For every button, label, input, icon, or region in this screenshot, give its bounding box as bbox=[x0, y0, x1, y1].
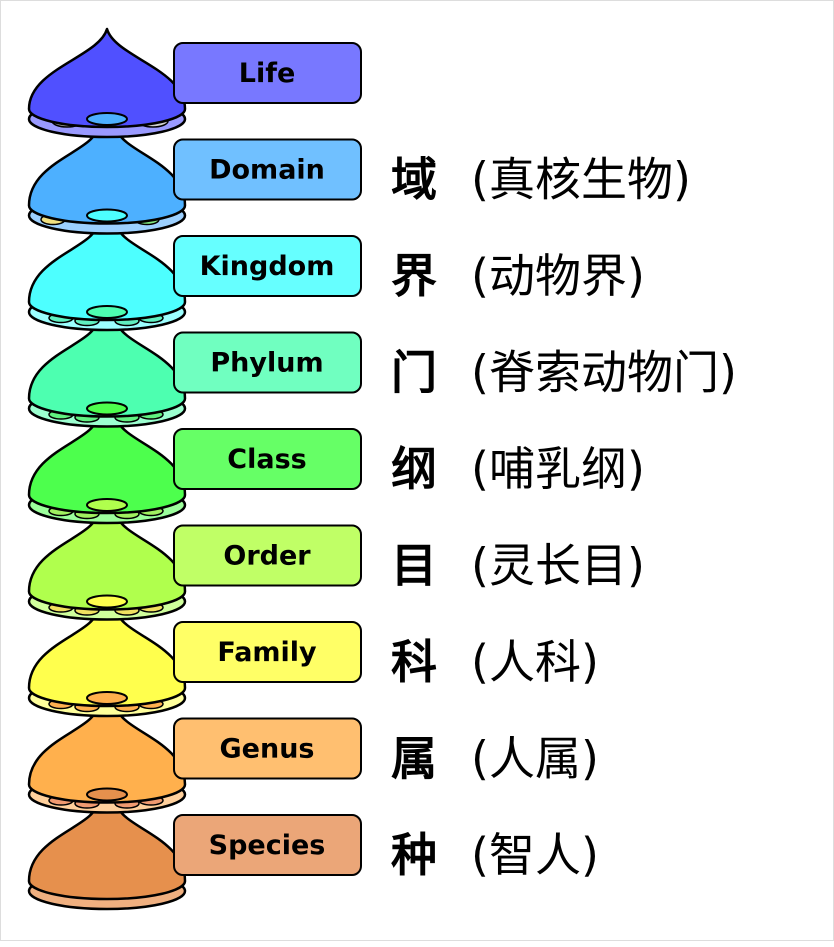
rank-label: Species bbox=[209, 830, 326, 861]
neck-opening bbox=[86, 112, 128, 126]
rank-chinese: 属 bbox=[391, 732, 437, 786]
rank-chinese: 种 bbox=[391, 828, 437, 882]
rank-chinese: 域 bbox=[391, 153, 437, 207]
level-domain: Domain 域 (真核生物) bbox=[27, 121, 691, 235]
rank-chinese: 科 bbox=[391, 635, 437, 689]
neck-opening bbox=[86, 305, 128, 319]
example-chinese: (人属) bbox=[471, 732, 599, 786]
level-life: Life bbox=[27, 27, 362, 139]
neck-opening bbox=[86, 594, 128, 609]
rank-label-box bbox=[173, 524, 362, 587]
level-species: Species 种 (智人) bbox=[27, 796, 599, 911]
example-chinese: (人科) bbox=[471, 635, 599, 689]
rank-label-box bbox=[173, 717, 362, 780]
example-chinese: (哺乳纲) bbox=[471, 442, 645, 496]
rank-chinese: 界 bbox=[391, 249, 437, 303]
rank-label-box bbox=[173, 621, 362, 683]
rank-label: Family bbox=[217, 637, 317, 668]
rank-chinese: 门 bbox=[391, 346, 437, 400]
dome bbox=[27, 27, 187, 129]
rank-label: Life bbox=[239, 58, 296, 89]
neck-opening bbox=[86, 787, 128, 802]
rank-label: Genus bbox=[220, 734, 315, 765]
level-class: Class 纲 (哺乳纲) bbox=[27, 410, 645, 525]
example-chinese: (灵长目) bbox=[471, 539, 645, 593]
example-chinese: (脊索动物门) bbox=[471, 346, 737, 400]
neck-opening bbox=[86, 401, 128, 416]
level-phylum: Phylum 门 (脊索动物门) bbox=[27, 314, 737, 428]
neck-opening bbox=[86, 498, 128, 512]
level-genus: Genus 属 (人属) bbox=[27, 700, 599, 814]
rank-label-box bbox=[173, 814, 362, 876]
example-chinese: (动物界) bbox=[471, 249, 645, 303]
example-chinese: (真核生物) bbox=[471, 153, 691, 207]
rank-label-box bbox=[173, 428, 362, 490]
level-order: Order 目 (灵长目) bbox=[27, 507, 645, 621]
rank-label: Phylum bbox=[210, 348, 323, 379]
level-family: Family 科 (人科) bbox=[27, 603, 599, 718]
rank-label-box bbox=[173, 235, 362, 297]
rank-label: Kingdom bbox=[200, 251, 335, 282]
rank-label: Order bbox=[223, 541, 311, 572]
rank-label-box bbox=[173, 42, 362, 104]
rank-chinese: 纲 bbox=[391, 442, 437, 496]
rank-label: Domain bbox=[209, 155, 325, 186]
rank-label: Class bbox=[227, 444, 306, 475]
rank-label-box bbox=[173, 138, 362, 201]
neck-opening bbox=[86, 208, 128, 223]
level-kingdom: Kingdom 界 (动物界) bbox=[27, 217, 645, 332]
rank-label-box bbox=[173, 331, 362, 394]
rank-chinese: 目 bbox=[391, 539, 437, 593]
neck-opening bbox=[86, 691, 128, 705]
example-chinese: (智人) bbox=[471, 828, 599, 882]
